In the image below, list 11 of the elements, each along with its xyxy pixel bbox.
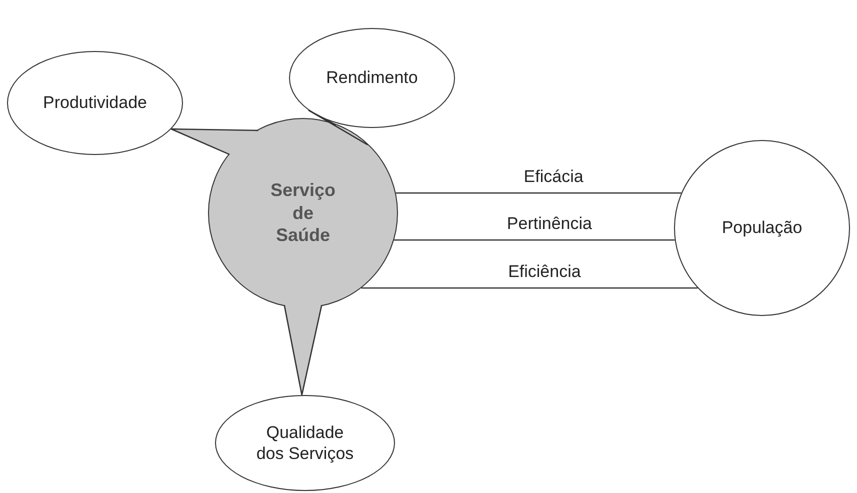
- node-label: População: [722, 217, 802, 239]
- wedge-connector: [170, 128, 259, 156]
- connector-line: [361, 287, 698, 289]
- node-label: Produtividade: [43, 92, 147, 114]
- wedge-connector: [284, 304, 322, 396]
- node-label: Serviço de Saúde: [269, 179, 337, 247]
- node-label: Rendimento: [326, 67, 418, 89]
- wedge-connector: [308, 110, 368, 146]
- node-label: Qualidade dos Serviços: [255, 422, 355, 464]
- connector-line: [396, 192, 682, 194]
- connector-line: [394, 239, 675, 241]
